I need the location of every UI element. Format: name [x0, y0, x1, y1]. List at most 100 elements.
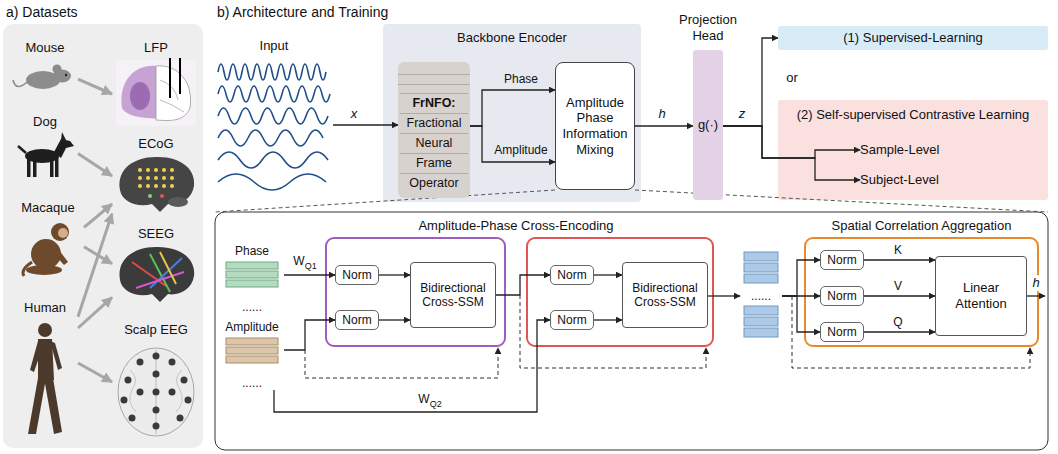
seeg-brain — [160, 252, 176, 284]
human-icon — [28, 323, 62, 434]
node-text: ...... — [740, 289, 782, 303]
flow-arrow — [864, 259, 935, 260]
species-human: Human — [12, 300, 78, 440]
hidden-token-stack — [744, 274, 778, 283]
dataset-arrow — [78, 154, 112, 176]
flow-arrow — [379, 319, 410, 320]
edge-label: h — [656, 106, 667, 122]
node-text: Norm — [338, 313, 376, 327]
human-icon — [30, 341, 44, 372]
norm-box: Norm — [820, 322, 864, 342]
mouse-icon — [13, 80, 27, 87]
node-heading: Projection Head — [663, 12, 753, 43]
seeg-brain — [119, 247, 194, 302]
scalp-eeg-head — [177, 415, 184, 422]
node-text: Norm — [823, 253, 861, 267]
linear-attention-box: Linear Attention — [935, 256, 1027, 336]
input-waves — [218, 130, 323, 146]
lfp-brain-slice — [179, 58, 181, 94]
detail-panel-shape — [215, 212, 1048, 450]
species-mouse: Mouse — [12, 40, 78, 96]
zoom-guide-line — [215, 190, 555, 212]
node-text: SEEG — [112, 226, 200, 242]
node-text: Norm — [823, 325, 861, 339]
input-waves — [218, 64, 330, 190]
scalp-eeg-head — [153, 407, 160, 414]
backbone-encoder: Backbone EncoderFrNFO:FractionalNeuralFr… — [383, 24, 641, 202]
node-text: Dog — [12, 114, 78, 130]
lfp-brain-slice — [156, 66, 191, 121]
input-waves — [218, 64, 326, 80]
flow-arrow — [470, 126, 555, 162]
scalp-eeg-head — [181, 377, 188, 384]
edge-label: z — [737, 106, 748, 122]
backbone-encoder-shape — [383, 24, 641, 202]
phase-token-stack — [226, 271, 278, 278]
dog-icon — [33, 157, 37, 177]
macaque-icon — [58, 228, 68, 238]
ecog-brain — [170, 168, 174, 172]
node-heading: Spatial Correlation Aggregation — [805, 218, 1038, 234]
human-icon — [50, 341, 62, 370]
amplitude-token-stack — [226, 338, 278, 363]
flow-arrow — [594, 319, 622, 320]
lfp-brain-slice — [130, 82, 150, 110]
aggregation-block-shape — [805, 238, 1038, 346]
hidden-token-stack — [744, 263, 778, 272]
dog-icon — [18, 146, 26, 153]
ecog-brain — [162, 176, 166, 180]
norm-box: Norm — [550, 265, 594, 285]
dog-icon — [50, 157, 54, 177]
mixing-box: Amplitude Phase Information Mixing — [555, 62, 635, 190]
norm-box: Norm — [820, 250, 864, 270]
dataset-panel-shape — [3, 24, 203, 448]
ecog-brain — [160, 194, 164, 198]
phase-token-stack — [226, 262, 278, 287]
flow-arrow — [782, 296, 820, 332]
node-text: Subject-Level — [860, 172, 970, 188]
flow-arrow — [379, 274, 410, 275]
dataset-arrow — [78, 297, 112, 328]
ecog-brain — [170, 184, 174, 188]
node-text: Norm — [553, 268, 591, 282]
edge-label: WQ1 — [291, 254, 318, 271]
ecog-brain — [170, 176, 174, 180]
node-text: Fractional — [400, 113, 468, 133]
recording-lfp: LFP — [112, 40, 200, 130]
node-text: FrNFO: — [400, 93, 468, 113]
node-text: ECoG — [112, 136, 200, 152]
lfp-brain-slice — [116, 60, 196, 126]
panel-heading: b) Architecture and Training — [215, 4, 390, 21]
ecog-brain — [138, 168, 142, 172]
flow-arrow — [284, 274, 335, 275]
edge-label: Phase — [502, 72, 540, 86]
amplitude-token-stack — [226, 356, 278, 363]
edge-label: K — [892, 243, 904, 257]
scalp-eeg-head — [153, 423, 160, 430]
mouse-icon — [53, 65, 62, 74]
ecog-brain — [146, 176, 150, 180]
seeg-brain — [136, 272, 184, 288]
ecog-brain — [138, 176, 142, 180]
edge-label: WQ2 — [416, 392, 443, 409]
scalp-eeg-head — [153, 389, 160, 396]
scalp-eeg-head — [121, 397, 128, 404]
ecog-brain — [162, 184, 166, 188]
node-text: Amplitude Phase Information Mixing — [559, 95, 631, 157]
ecog-brain — [154, 168, 158, 172]
flow-arrow — [723, 126, 860, 180]
scalp-eeg-head — [169, 359, 176, 366]
ecog-brain — [119, 157, 194, 212]
scalp-eeg-head — [137, 359, 144, 366]
node-text: Bidirectional Cross-SSM — [626, 281, 704, 310]
input-signals: Input — [215, 38, 333, 198]
flow-arrow — [274, 320, 550, 412]
node-text: Norm — [338, 268, 376, 282]
amplitude-token-stack — [226, 347, 278, 354]
flow-arrow — [864, 295, 935, 296]
flow-arrow — [723, 38, 778, 126]
flow-arrow — [470, 90, 555, 126]
flow-arrow — [635, 125, 693, 126]
node-text: Linear Attention — [939, 280, 1023, 311]
node-text: Frame — [400, 153, 468, 173]
